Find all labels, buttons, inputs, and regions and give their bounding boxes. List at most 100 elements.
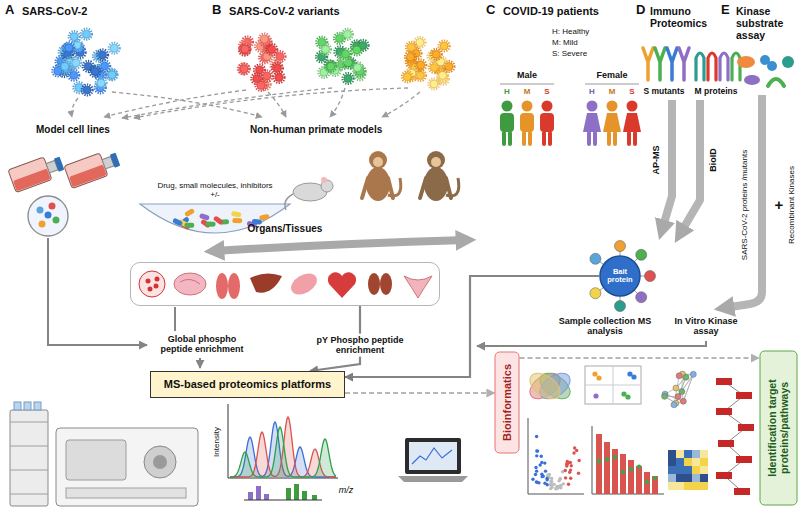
animal-models [431, 157, 441, 167]
heatmap [668, 458, 676, 466]
organ-icons [250, 273, 282, 292]
heatmap [668, 482, 676, 490]
volcano-plot [543, 461, 546, 464]
heatmap [700, 474, 708, 482]
virus-cluster [82, 85, 93, 96]
axis-label: m/z [339, 485, 354, 495]
node-label: MS-based proteomics platforms [164, 378, 331, 390]
protein-label: M proteins [695, 87, 738, 97]
mass-spectrometer [66, 488, 186, 498]
connector-arrow [520, 357, 760, 359]
virus-cluster [239, 63, 250, 74]
bar-chart [637, 464, 641, 468]
laptop [409, 442, 457, 470]
virus-cluster [260, 35, 268, 43]
workflow-arrow [724, 95, 762, 308]
pathway-map [716, 408, 732, 415]
interaction-network [636, 292, 647, 303]
culture-flask [54, 157, 64, 172]
heatmap [700, 466, 708, 474]
spike-icons [667, 48, 677, 80]
network-graph [680, 398, 686, 404]
network-graph [683, 374, 689, 380]
venn-diagram [525, 368, 574, 404]
workflow-arrow [662, 100, 672, 230]
spike-icons [643, 48, 689, 80]
virus-cluster [70, 33, 78, 41]
mass-spectrometer [10, 446, 48, 447]
node-heading: Organs/Tissues [131, 223, 439, 234]
method-label: BioID [708, 148, 718, 172]
virus-cluster [407, 43, 415, 51]
bar-chart [604, 442, 610, 494]
pca-plot [592, 371, 597, 376]
mass-spectrum [228, 404, 338, 478]
severity-letter: M [609, 87, 616, 96]
pca-plot [631, 374, 636, 379]
membrane-protein-icons [708, 53, 716, 80]
mass-spectrum [264, 494, 269, 500]
bar-chart [652, 476, 658, 494]
virus-cluster [238, 63, 249, 74]
bar-chart [645, 480, 649, 484]
drug-bowl [232, 218, 242, 223]
kinase-icons [782, 56, 794, 68]
organ-icons [146, 279, 151, 284]
plus-sign: + [775, 196, 784, 213]
patient-figure [607, 131, 611, 146]
edge-label: pY Phospho peptide enrichment [308, 334, 412, 357]
network-graph [662, 393, 668, 399]
virus-cluster [318, 53, 326, 61]
laptop [412, 448, 452, 464]
kinase-icons [767, 61, 777, 71]
virus-cluster [70, 71, 78, 79]
mass-spectrometer [14, 402, 21, 410]
bar-chart [636, 466, 642, 494]
infected-cells [28, 196, 68, 236]
double-arrow [214, 240, 466, 251]
reagent-label: Recombinant Kinases [787, 166, 796, 244]
culture-flask [64, 148, 122, 189]
virus-cluster [437, 58, 445, 66]
volcano-plot [545, 477, 548, 480]
mass-spectrometer [153, 455, 167, 469]
volcano-plot [577, 472, 580, 475]
patient-figure [540, 101, 554, 147]
virus-cluster [82, 30, 90, 38]
patient-figure [520, 113, 534, 132]
pca-plot [585, 366, 641, 404]
network-graph [683, 374, 693, 401]
mass-spectrometer [24, 402, 31, 410]
panel-title: COVID-19 patients [503, 5, 599, 18]
virus-cluster [54, 67, 62, 75]
tissue-panel: Organs/Tissues [130, 262, 440, 306]
mass-spectrum [286, 488, 291, 500]
bar-chart [621, 470, 625, 474]
mass-spectrum [228, 404, 338, 500]
patient-figure [587, 131, 591, 146]
virus-cluster [240, 65, 248, 73]
dashed-arrow [72, 98, 78, 117]
dashed-arrow [382, 92, 420, 117]
connector-arrow [345, 392, 495, 394]
organ-icons [155, 277, 160, 282]
panel-title: SARS-CoV-2 variants [229, 5, 340, 18]
culture-flask [64, 153, 108, 189]
virus-cluster [417, 61, 425, 69]
volcano-plot [541, 474, 544, 477]
mass-spectrometer [34, 402, 41, 410]
virus-cluster [353, 64, 361, 72]
patient-figure [520, 101, 534, 147]
virus-cluster [83, 86, 91, 94]
node-label: Identification target proteins/pathways [766, 361, 789, 496]
patient-figure [593, 131, 597, 146]
pathway-map [718, 440, 734, 447]
virus-cluster [440, 42, 448, 50]
interaction-network [590, 253, 601, 264]
kinase-icons [744, 75, 760, 85]
heatmap [700, 450, 708, 458]
drug-bowl [172, 218, 183, 227]
workflow-arrow [680, 100, 700, 234]
drug-bowl [213, 215, 224, 225]
